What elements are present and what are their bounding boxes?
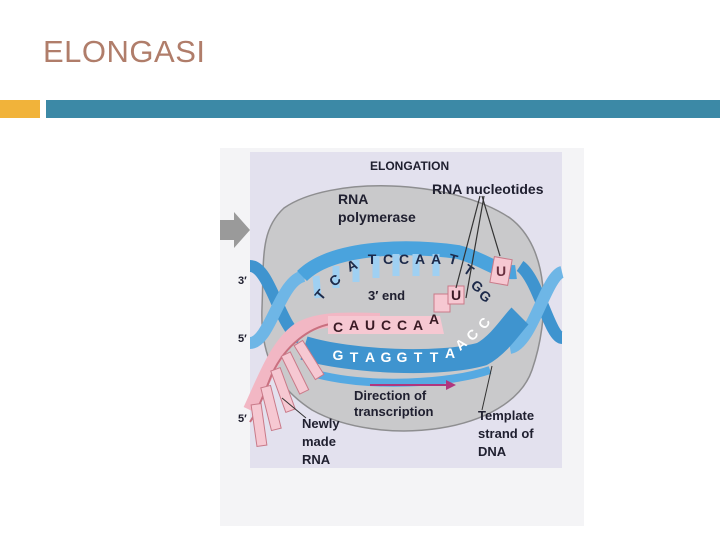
template-base-5: G [397,349,408,365]
template-base-7: T [430,349,439,365]
rna-nucleotide-tails [250,339,325,448]
five-prime-marker-upper: 5′ [238,333,247,345]
template-label-3: DNA [478,444,507,459]
three-prime-marker: 3′ [238,275,247,287]
coding-base-7: A [415,251,425,267]
rna-bases-band [328,316,444,334]
rna-base-5: C [397,317,407,333]
rna-polymerase-label-1: RNA [338,191,368,207]
accent-bar-blue [46,100,720,118]
newly-made-pointer [281,397,307,419]
template-base-3: A [365,349,375,365]
template-base-1: G [333,347,344,363]
template-backbone [314,366,492,387]
newly-made-label-3: RNA [302,452,331,467]
nucleotide-pointer-lines [455,195,501,299]
rna-base-2: A [349,317,359,333]
direction-label-2: transcription [354,404,434,419]
coding-base-6: C [399,251,409,267]
template-base-8: A [445,345,455,361]
free-nucleotide [489,256,513,286]
rna-polymerase-label-2: polymerase [338,209,416,225]
newly-made-label-1: Newly [302,416,340,431]
template-label-1: Template [478,408,534,423]
direction-label-1: Direction of [354,388,427,403]
dna-helix-left-lower [248,270,307,349]
accent-bar-orange [0,100,40,118]
three-prime-end-label: 3′ end [368,288,405,303]
five-prime-marker-lower: 5′ [238,413,247,425]
arrow-icon [220,212,250,248]
rna-polymerase-shape [261,185,545,432]
coding-strand-rungs [312,254,440,299]
rna-base-8: U [451,287,461,303]
template-base-4: G [381,349,392,365]
coding-base-5: C [383,251,393,267]
rna-base-7: A [429,311,439,327]
newly-made-label-2: made [302,434,336,449]
template-pointer [481,365,493,411]
template-strand [300,307,529,374]
rna-nucleotides-label: RNA nucleotides [432,181,544,197]
direction-arrow-head [446,380,456,390]
slide-title: ELONGASI [43,34,206,69]
template-base-2: T [350,349,359,365]
diagram-heading: ELONGATION [370,159,449,173]
rna-base-3: U [365,317,375,333]
coding-base-8: A [431,251,441,267]
rna-base-6: A [413,317,423,333]
template-label-2: strand of [478,426,534,441]
coding-base-4: T [368,251,377,267]
rna-base-1: C [333,319,343,335]
template-base-6: T [414,349,423,365]
free-nucleotide-label: U [496,263,506,279]
rna-base-4: C [381,317,391,333]
dna-helix-right-lower [507,266,566,354]
